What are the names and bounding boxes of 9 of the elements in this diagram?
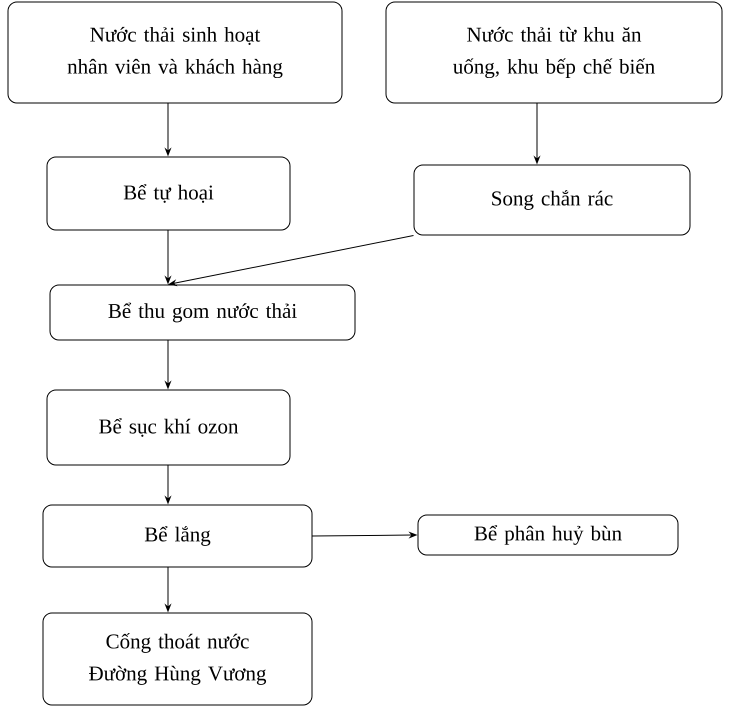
process-box: Nước thải sinh hoạt nhân viên và khách hàng — [8, 2, 342, 104]
process-box: Bể thu gom nước thải — [50, 284, 356, 340]
process-box: Bể phân huỷ bùn — [418, 514, 678, 556]
process-box: Nước thải từ khu ăn uống, khu bếp chế biến — [386, 2, 722, 104]
process-box: Bể tự hoại — [46, 156, 290, 230]
process-box: Bể lắng — [42, 504, 312, 568]
process-box: Cống thoát nước Đường Hùng Vương — [42, 612, 312, 706]
process-box: Song chắn rác — [414, 164, 690, 236]
process-box: Bể sục khí ozon — [46, 390, 290, 466]
